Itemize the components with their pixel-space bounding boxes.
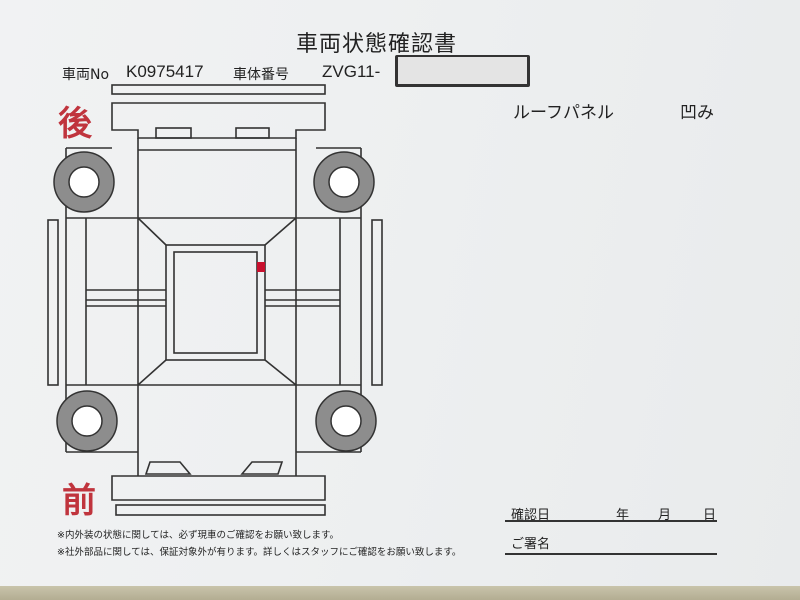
- document-title: 車両状態確認書: [296, 32, 458, 57]
- wheel-hub: [71, 405, 103, 437]
- signature-field: [505, 553, 717, 555]
- vehicle-no-value: K0975417: [126, 62, 204, 81]
- trunk: [137, 138, 297, 218]
- wheel-hub: [68, 166, 100, 198]
- body-sides: [65, 147, 362, 385]
- month-label: 月: [658, 508, 672, 523]
- chassis-label: 車体番号: [233, 67, 289, 83]
- rear-light-right: [235, 127, 270, 139]
- side-strip-right: [371, 219, 383, 386]
- rear-bumper: [111, 102, 326, 139]
- confirm-date-label: 確認日: [511, 508, 551, 523]
- vehicle-no-label: 車両No: [62, 67, 110, 83]
- redaction-sticker: [395, 55, 530, 87]
- chassis-prefix: ZVG11-: [322, 62, 381, 81]
- damage-mark: [257, 262, 265, 272]
- roof-inner: [173, 251, 258, 354]
- rear-bar: [111, 84, 326, 95]
- signature-label: ご署名: [511, 537, 551, 552]
- headlight-left: [144, 461, 192, 475]
- front-bumper: [111, 460, 326, 501]
- year-label: 年: [616, 508, 630, 523]
- footnote-1: ※内外装の状態に関しては、必ず現車のご確認をお願い致します。: [57, 530, 340, 541]
- rear-light-left: [155, 127, 192, 139]
- table-surface: [0, 586, 800, 600]
- pillars: [137, 217, 297, 386]
- side-strip-left: [47, 219, 59, 386]
- wheels: [53, 151, 377, 452]
- roof-panel: [165, 244, 266, 361]
- wheel-hub: [328, 166, 360, 198]
- damage-condition: 凹み: [680, 103, 714, 123]
- body-frame: [66, 217, 361, 386]
- damage-part: ルーフパネル: [513, 103, 614, 123]
- headlight-right: [240, 461, 284, 475]
- date-underline: [505, 520, 717, 522]
- wheel-hub: [330, 405, 362, 437]
- footnote-2: ※社外部品に関しては、保証対象外が有ります。詳しくはスタッフにご確認をお願い致し…: [57, 547, 462, 558]
- hood: [65, 385, 362, 460]
- doors: [85, 218, 341, 385]
- day-label: 日: [703, 508, 717, 523]
- document-sheet: [0, 0, 800, 586]
- rear-label: 後: [58, 104, 92, 144]
- front-bar: [115, 504, 326, 516]
- front-label: 前: [62, 481, 96, 521]
